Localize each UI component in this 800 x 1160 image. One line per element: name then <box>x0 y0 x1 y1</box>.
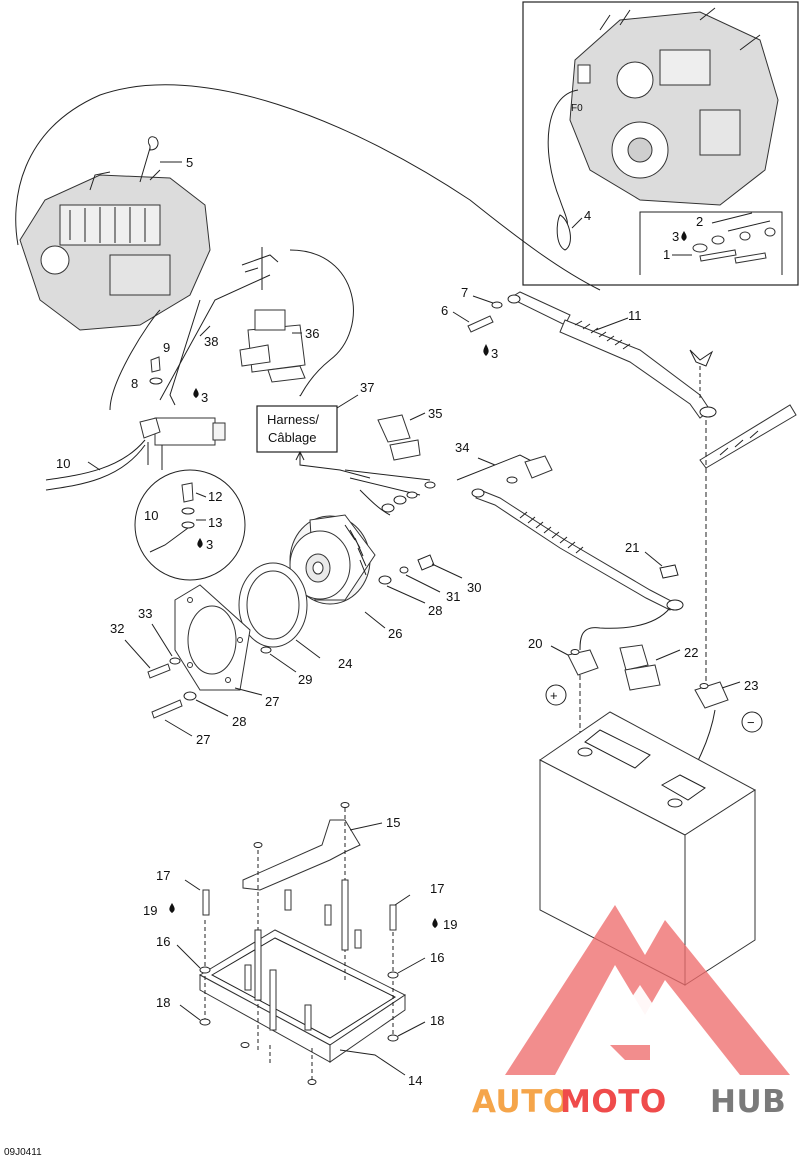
terminal-23 <box>694 681 729 709</box>
callout-19-a: 19 <box>143 903 157 918</box>
callout-21: 21 <box>625 540 639 555</box>
positive-label: + <box>550 688 558 703</box>
solenoid <box>239 309 306 383</box>
watermark-hub: HUB <box>710 1084 786 1120</box>
callout-38: 38 <box>204 334 218 349</box>
engine-assembly <box>19 169 211 331</box>
inset-engine <box>569 7 779 206</box>
flange-26 <box>174 584 251 691</box>
callout-27: 27 <box>196 732 210 747</box>
callout-1: 1 <box>663 247 670 262</box>
positive-symbol <box>545 684 567 706</box>
callout-3-inset: 3 <box>672 229 679 244</box>
callout-7: 7 <box>461 285 468 300</box>
diagram-code: 09J0411 <box>4 1147 42 1158</box>
callout-18-b: 18 <box>430 1013 444 1028</box>
cable-11 <box>507 291 717 419</box>
callout-20: 20 <box>528 636 542 651</box>
negative-symbol <box>741 711 763 733</box>
callout-30: 30 <box>467 580 481 595</box>
callout-22: 22 <box>684 645 698 660</box>
oil-drop-icon <box>193 388 199 398</box>
callout-8: 8 <box>131 376 138 391</box>
terminal-22 <box>619 644 661 691</box>
watermark-auto: AUTO <box>472 1084 570 1120</box>
callout-2: 2 <box>696 214 703 229</box>
oil-drop-icon <box>197 538 203 548</box>
callout-31: 31 <box>446 589 460 604</box>
callout-32: 32 <box>110 621 124 636</box>
cable-34 <box>471 488 684 611</box>
callout-28-b: 28 <box>232 714 246 729</box>
callout-3-a: 3 <box>491 346 498 361</box>
callout-17-b: 17 <box>430 881 444 896</box>
callout-35: 35 <box>428 406 442 421</box>
callout-29: 29 <box>298 672 312 687</box>
callout-5: 5 <box>186 155 193 170</box>
harness-label-en: Harness/ <box>267 412 319 427</box>
callout-23: 23 <box>744 678 758 693</box>
callout-14: 14 <box>408 1073 422 1088</box>
negative-label: − <box>747 715 755 730</box>
callout-15: 15 <box>386 815 400 830</box>
callout-24: 24 <box>338 656 352 671</box>
callout-18-a: 18 <box>156 995 170 1010</box>
callout-12: 12 <box>208 489 222 504</box>
callout-36: 36 <box>305 326 319 341</box>
callout-3-b: 3 <box>201 390 208 405</box>
oil-drop-icon <box>681 231 687 241</box>
oil-drop-icon <box>432 918 438 928</box>
automotohub-logo <box>505 905 790 1075</box>
callout-25: 26 <box>388 626 402 641</box>
callout-6: 6 <box>441 303 448 318</box>
callout-16-b: 16 <box>430 950 444 965</box>
terminal-20 <box>567 649 599 676</box>
callout-37: 37 <box>360 380 374 395</box>
callout-19-b: 19 <box>443 917 457 932</box>
callout-9: 9 <box>163 340 170 355</box>
inset-tag: F0 <box>571 103 583 114</box>
inset-fasteners <box>692 212 776 264</box>
harness-label-fr: Câblage <box>268 430 316 445</box>
bracket-15 <box>242 819 361 891</box>
callout-4: 4 <box>584 208 591 223</box>
callout-3-c: 3 <box>206 537 213 552</box>
oil-drop-icon <box>169 903 175 913</box>
battery-tray <box>198 929 406 1063</box>
callout-11: 11 <box>628 308 642 323</box>
callout-16-a: 16 <box>156 934 170 949</box>
watermark-moto: MOTO <box>560 1084 667 1120</box>
callout-26: 27 <box>265 694 279 709</box>
sensor-10 <box>139 417 226 446</box>
callout-28-a: 28 <box>428 603 442 618</box>
harness-box <box>256 405 338 453</box>
callout-33: 33 <box>138 606 152 621</box>
callout-13: 13 <box>208 515 222 530</box>
callout-17-a: 17 <box>156 868 170 883</box>
callout-10-a: 10 <box>56 456 70 471</box>
callout-34: 34 <box>455 440 469 455</box>
callout-10-b: 10 <box>144 508 158 523</box>
battery <box>539 711 756 986</box>
oil-drop-icon <box>483 344 489 356</box>
starter-motor <box>289 514 376 605</box>
